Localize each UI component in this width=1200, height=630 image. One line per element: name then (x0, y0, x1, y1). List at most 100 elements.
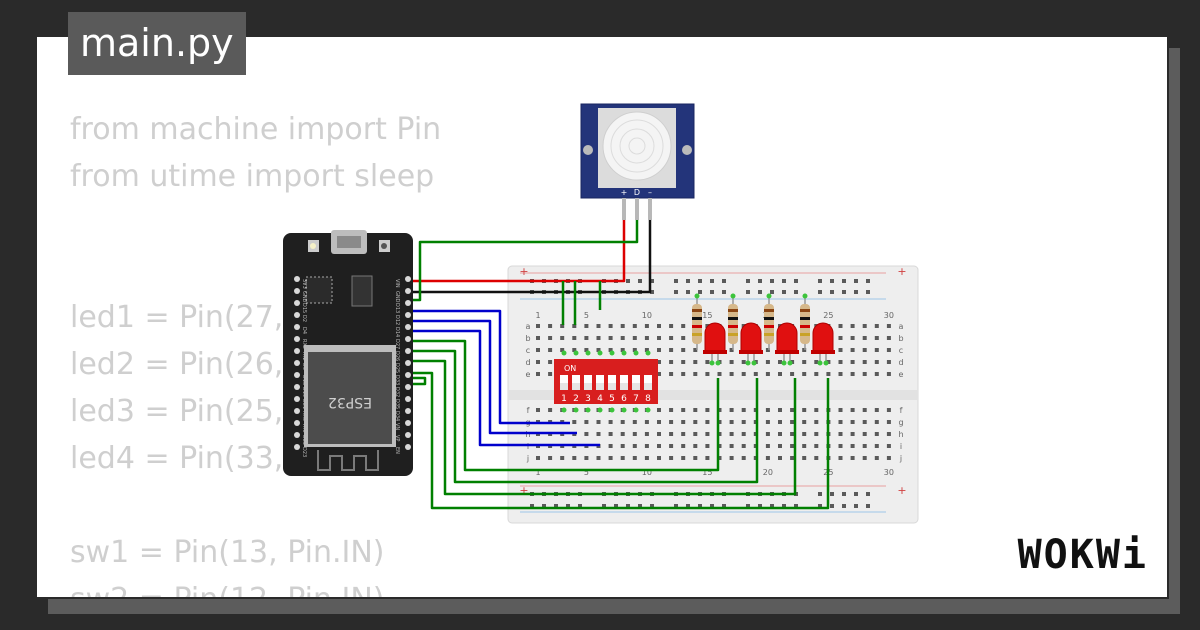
breadboard-hole (717, 456, 722, 460)
breadboard-hole (608, 336, 613, 340)
breadboard-hole (657, 360, 661, 364)
breadboard-hole (717, 420, 722, 424)
breadboard-hole (669, 444, 674, 448)
dip-switch-key[interactable] (632, 375, 640, 390)
breadboard-hole (584, 336, 589, 340)
breadboard-row-letter: c (526, 346, 530, 355)
breadboard-hole (560, 456, 565, 460)
breadboard-hole (548, 324, 553, 328)
led-red[interactable] (740, 322, 762, 353)
dip-switch-number: 6 (621, 394, 627, 404)
rail-hole (686, 279, 690, 283)
dip-switch-key[interactable] (644, 375, 652, 390)
esp32-pin-label: D12 (394, 315, 400, 325)
rail-hole (758, 279, 762, 283)
esp32-pin-label: D15 (301, 303, 307, 313)
code-line: led1 = Pin(27, (70, 300, 284, 335)
breadboard-hole (790, 372, 795, 376)
dip-switch-key[interactable] (560, 375, 568, 390)
dip-pin-dot (633, 407, 639, 413)
esp32-pin-label: TX0 (301, 422, 307, 433)
rail-hole (530, 504, 534, 508)
resistor-band (800, 309, 810, 312)
esp32-pin-label: VP (394, 435, 400, 441)
breadboard-hole (644, 456, 649, 460)
led-red[interactable] (704, 322, 726, 353)
rail-hole (782, 504, 786, 508)
breadboard-hole (584, 456, 589, 460)
dip-switch-number: 7 (633, 394, 639, 404)
wire-led3 (413, 359, 797, 496)
rail-hole (770, 504, 774, 508)
rail-hole (818, 504, 822, 508)
rail-hole (674, 279, 678, 283)
rail-hole (866, 504, 870, 508)
breadboard-hole (632, 456, 637, 460)
breadboard-hole (705, 408, 710, 412)
breadboard-hole (548, 360, 553, 364)
dip-switch-key[interactable] (620, 375, 628, 390)
breadboard-hole (838, 336, 843, 340)
breadboard-hole (620, 444, 625, 448)
breadboard-hole (620, 336, 625, 340)
dip-switch-key[interactable] (608, 375, 616, 390)
breadboard-hole (657, 372, 661, 376)
wire-led2 (413, 349, 759, 484)
breadboard-hole (862, 408, 867, 412)
breadboard-hole (705, 420, 710, 424)
breadboard-hole (729, 420, 734, 424)
breadboard-hole (741, 420, 746, 424)
breadboard-column-number: 15 (702, 468, 712, 477)
breadboard-hole (717, 372, 722, 376)
breadboard-hole (717, 444, 722, 448)
breadboard-column-number: 1 (535, 468, 540, 477)
breadboard-hole (874, 324, 879, 328)
led-red[interactable] (776, 322, 798, 353)
breadboard-hole (620, 432, 625, 436)
dip-switch-key[interactable] (572, 375, 580, 390)
connection-dot (802, 293, 808, 299)
breadboard-hole (681, 444, 686, 448)
rail-hole (638, 279, 642, 283)
breadboard-row-letter: i (527, 442, 529, 451)
breadboard-hole (632, 336, 637, 340)
breadboard-hole (657, 456, 661, 460)
esp32-chip-label: ESP32 (328, 394, 372, 410)
breadboard-row-letter: i (900, 442, 902, 451)
pir-pin-minus-label: – (648, 188, 652, 197)
dip-switch-key[interactable] (596, 375, 604, 390)
led-rim (775, 350, 799, 354)
breadboard-hole (632, 432, 637, 436)
dip-pin-dot (645, 350, 651, 356)
breadboard-hole (657, 324, 661, 328)
breadboard-hole (560, 348, 565, 352)
breadboard-hole (681, 324, 686, 328)
rail-hole (830, 504, 834, 508)
led-red[interactable] (812, 322, 834, 353)
connection-dot (787, 360, 793, 366)
wire-pir-vcc (413, 220, 626, 283)
rail-hole (866, 290, 870, 294)
dip-pin-dot (645, 407, 651, 413)
esp32-pin-label: D18 (301, 375, 307, 385)
resistor-band (692, 309, 702, 312)
rail-hole (818, 290, 822, 294)
file-tab[interactable]: main.py (68, 12, 246, 75)
breadboard-hole (765, 408, 770, 412)
breadboard-hole (850, 432, 855, 436)
rail-hole (794, 279, 798, 283)
breadboard-hole (838, 408, 843, 412)
breadboard-hole (632, 348, 637, 352)
breadboard-hole (765, 456, 770, 460)
dip-switch-key[interactable] (584, 375, 592, 390)
breadboard-hole (838, 348, 843, 352)
breadboard-hole (560, 336, 565, 340)
esp32-pin (294, 384, 300, 390)
esp32-pin (405, 336, 411, 342)
breadboard-hole (741, 456, 746, 460)
breadboard-hole (753, 372, 758, 376)
dip-pin-dot (621, 407, 627, 413)
wire-gnd-loop (413, 376, 427, 386)
esp32-pin-label: 3V3 (301, 279, 307, 289)
